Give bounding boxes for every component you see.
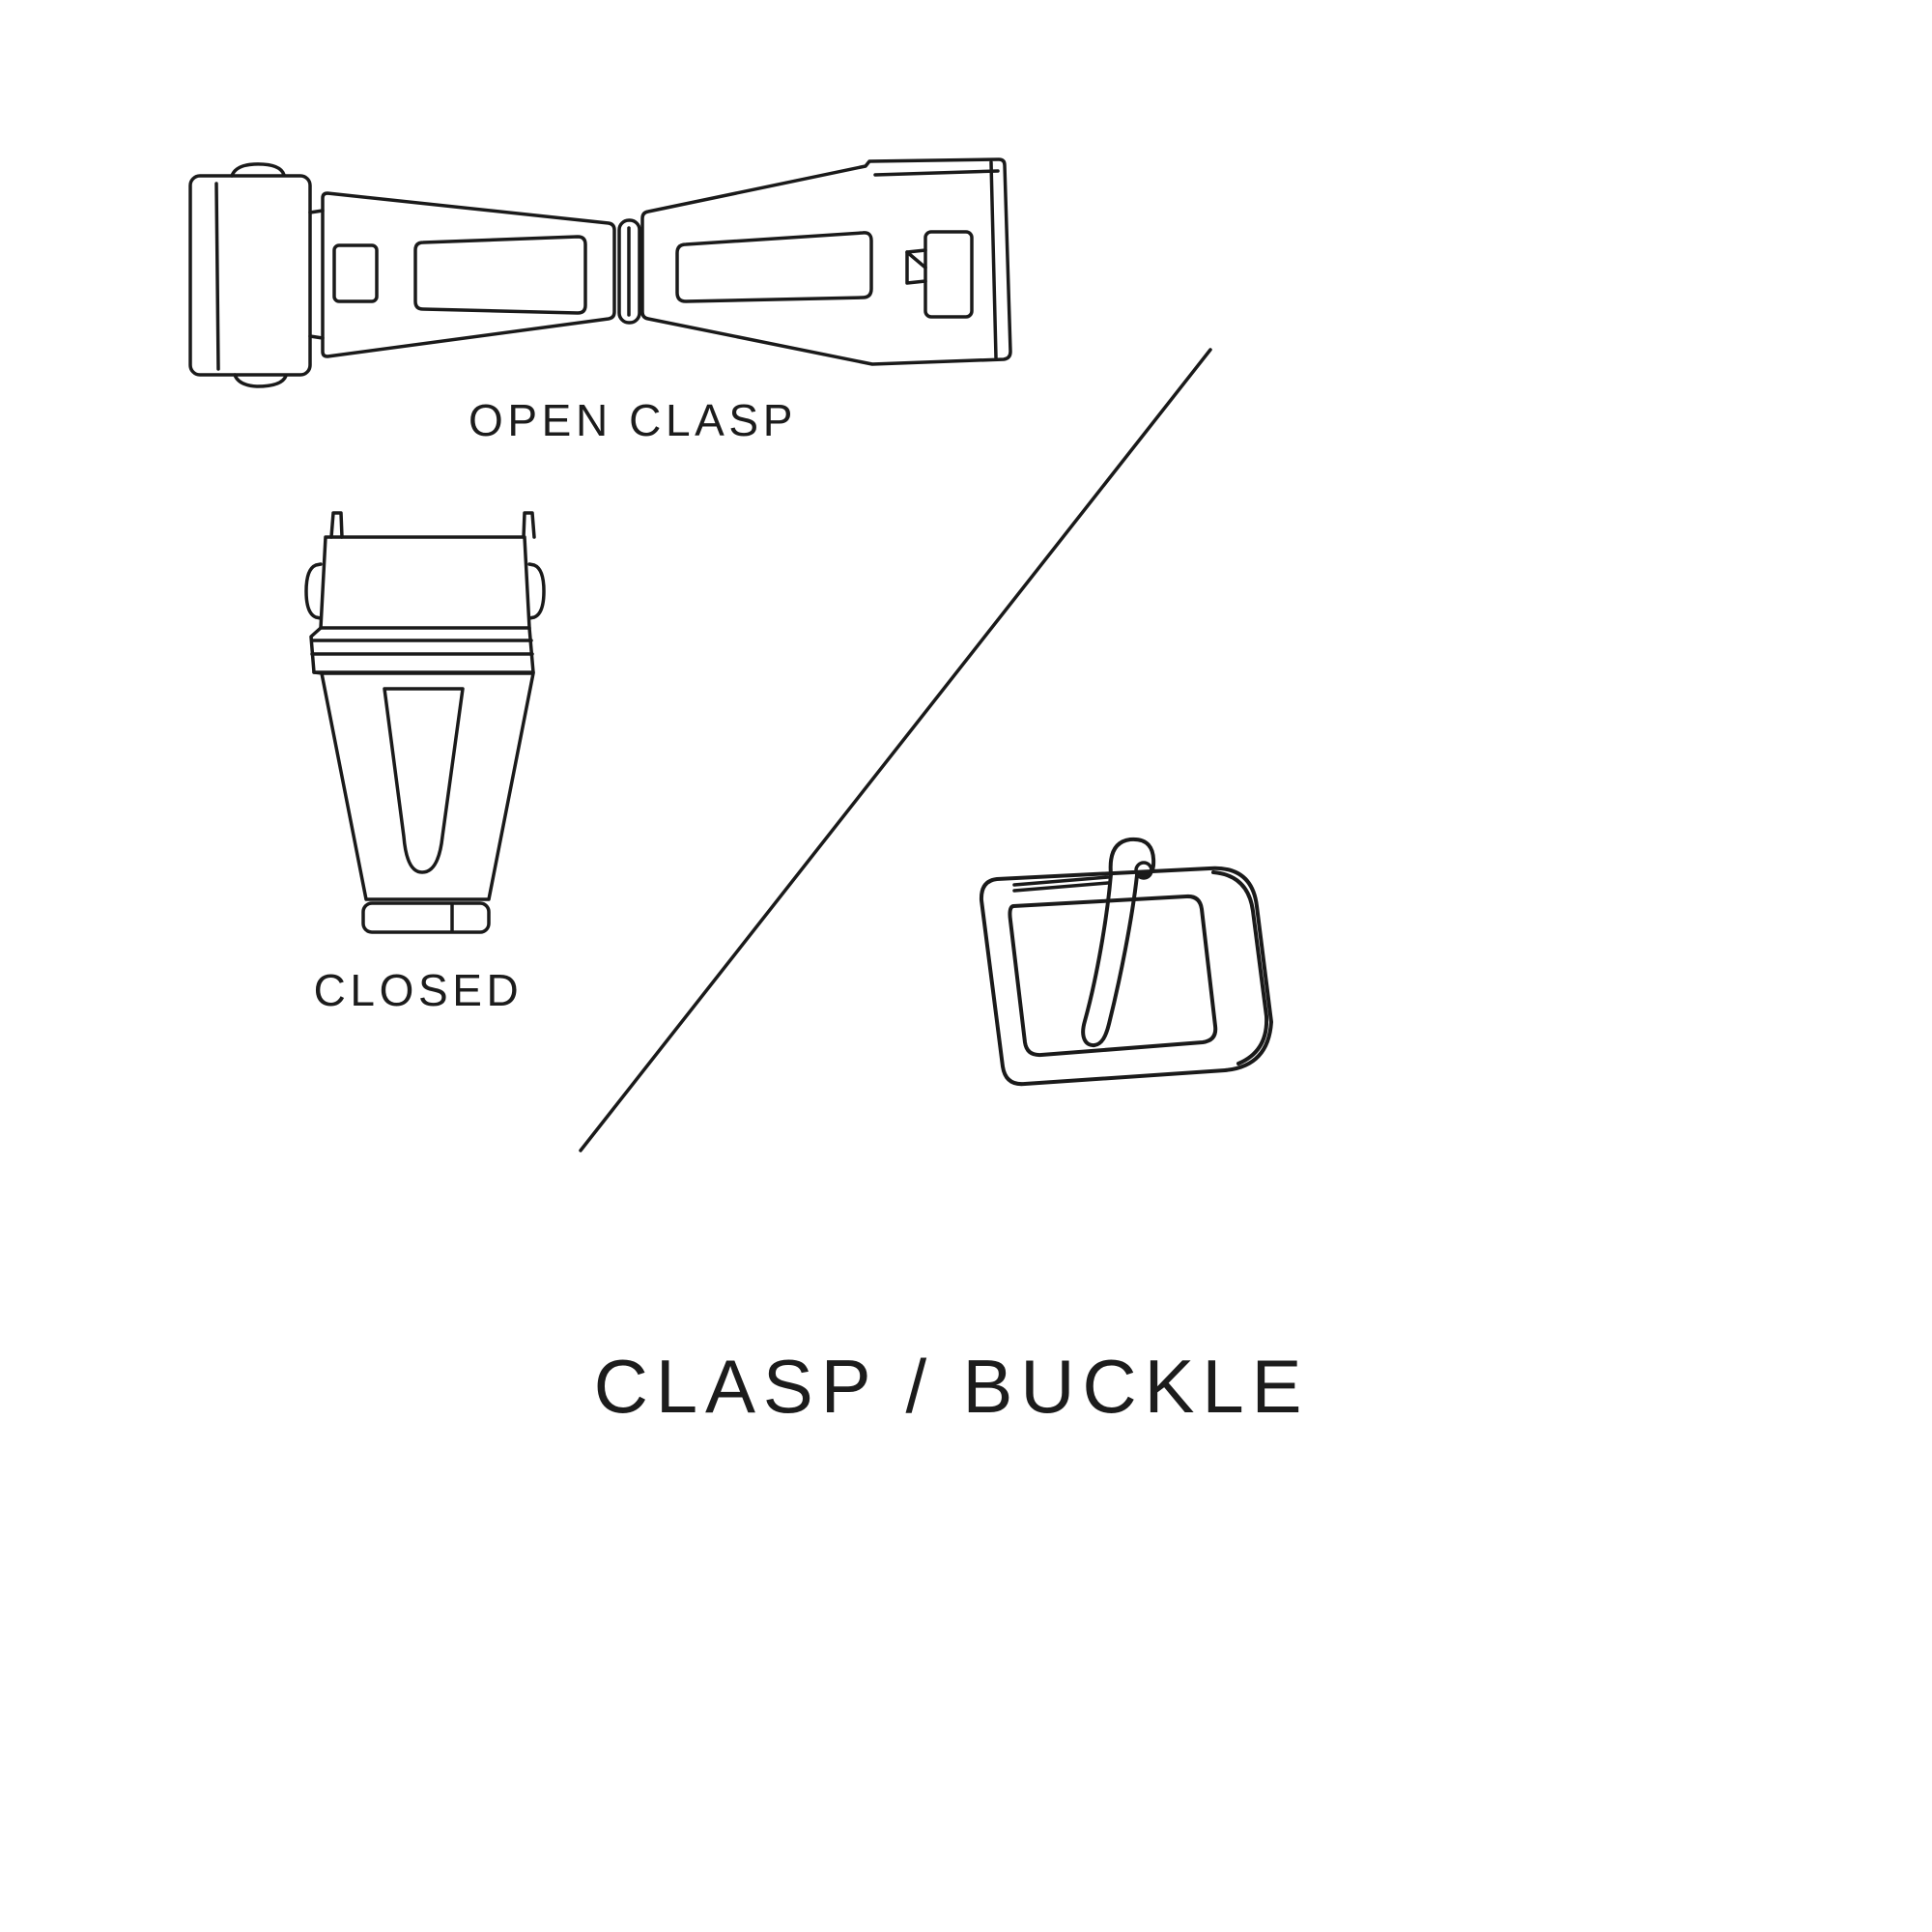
closed-clasp-caption: CLOSED: [313, 965, 524, 1015]
diagram-title: CLASP / BUCKLE: [593, 1344, 1310, 1429]
closed-clasp-body: [320, 671, 535, 901]
buckle-frame-edge-contour: [1211, 870, 1269, 1065]
clasp-left-arm: [321, 191, 616, 358]
closed-clasp-tab-left: [304, 562, 323, 620]
closed-clasp-tab-right: [527, 562, 546, 620]
buckle-illustration: [979, 837, 1273, 1087]
closed-clasp-top-block: [319, 535, 531, 630]
closed-clasp-prong-right: [522, 511, 536, 539]
clasp-end-link: [188, 162, 325, 388]
closed-clasp-inner-panel: [383, 687, 465, 874]
buckle-pin: [1081, 837, 1156, 1048]
diagonal-divider-line: [579, 348, 1212, 1152]
open-clasp-caption: OPEN CLASP: [469, 395, 797, 445]
clasp-right-arm: [640, 157, 1012, 366]
clasp-hinge: [617, 218, 641, 325]
closed-clasp-bottom-bar: [361, 901, 491, 934]
closed-clasp-fold-lines: [309, 626, 535, 675]
buckle-frame-outer: [979, 866, 1273, 1087]
buckle-frame-opening: [1008, 894, 1218, 1058]
open-clasp-illustration: [188, 157, 1012, 388]
closed-clasp-prong-left: [329, 511, 344, 539]
closed-clasp-illustration: [304, 511, 546, 934]
